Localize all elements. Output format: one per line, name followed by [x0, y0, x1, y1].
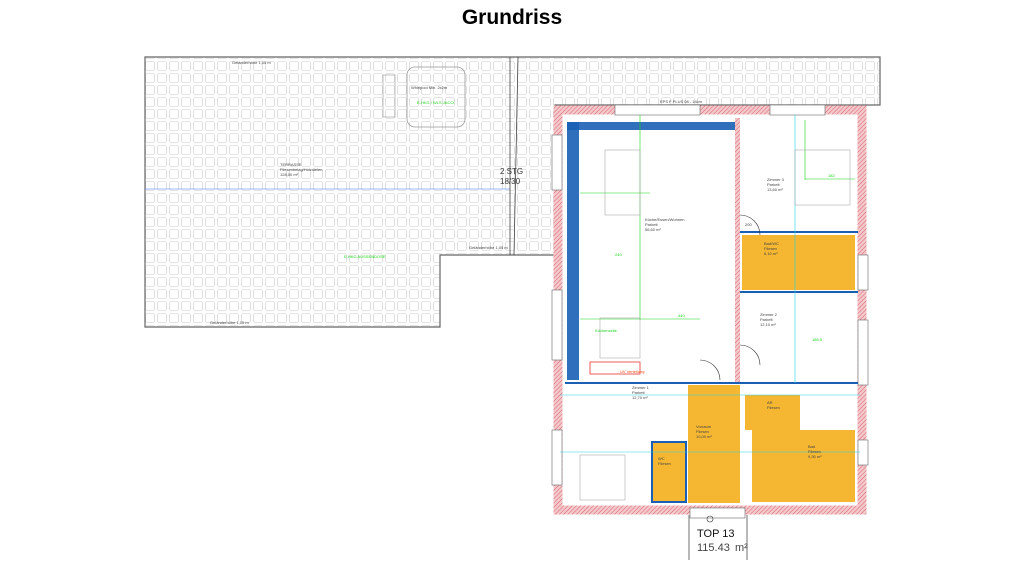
unit-area-unit: m² — [735, 542, 748, 554]
outlet-label: E-HKG AUSSENDOSE — [344, 254, 386, 259]
room-area: 6,10 m² — [764, 251, 778, 256]
room-floor: Fliesen — [764, 246, 777, 251]
room-area: 12,70 m² — [632, 395, 648, 400]
room-floor: Parkett — [645, 222, 659, 227]
room-area: 10,00 m² — [696, 434, 712, 439]
room-area: 13,60 m² — [767, 187, 783, 192]
bath-floor — [752, 430, 855, 502]
room-name: AR — [767, 400, 773, 405]
room-floor: Parkett — [767, 182, 781, 187]
window-spec: EPS F PLUS 08 - 14cm — [660, 99, 703, 104]
whirlpool-note: E-HKG / WLS JACCI — [417, 100, 454, 105]
window — [551, 429, 563, 486]
storage-floor — [745, 395, 800, 430]
bath-wc-floor — [742, 235, 855, 290]
terrace-floor: Fliesenbelag/Holzdielen — [280, 167, 322, 172]
room-floor: Fliesen — [696, 429, 709, 434]
unit-name: TOP 13 — [697, 528, 735, 540]
room-ar: AR Fliesen — [767, 400, 780, 410]
room-name: Küche/Essen/Wohnen — [645, 217, 685, 222]
stairs-label: 2 STG — [500, 167, 523, 176]
room-zimmer-2: Zimmer 2 Parkett 12,10 m² — [760, 312, 778, 327]
window — [769, 104, 826, 116]
railing-label-side: Geländerhöhe 1,05 m — [469, 245, 508, 250]
room-bad-wc: Bad/WC Fliesen 6,10 m² — [764, 241, 779, 256]
unit-label: TOP 13 115.43 m² — [688, 515, 748, 560]
page-title: Grundriss — [461, 6, 563, 29]
room-name: Zimmer 1 — [632, 385, 650, 390]
dim-186-5: 186,5 — [812, 337, 823, 342]
whirlpool-label: Whirlpool Min. 2x2m — [411, 85, 448, 90]
kitchen-note: Küchenzeile — [595, 328, 618, 333]
unit-area: 115.43 — [697, 542, 730, 554]
entrance-marker-icon — [706, 515, 714, 523]
dim-440: 440 — [678, 313, 685, 318]
room-kitchen: Küche/Essen/Wohnen Parkett 56,60 m² — [645, 217, 685, 232]
dim-182: 182 — [828, 173, 835, 178]
stairs-ratio: 18/30 — [500, 177, 521, 186]
room-name: Bad/WC — [764, 241, 779, 246]
window — [551, 289, 563, 361]
window — [857, 439, 869, 466]
room-floor: Fliesen — [767, 405, 780, 410]
terrace-area: 128,00 m² — [280, 172, 299, 177]
hall-floor — [688, 385, 740, 503]
room-area: 12,10 m² — [760, 322, 776, 327]
terrace-label: TERRASSE — [280, 162, 302, 167]
room-floor: Fliesen — [808, 449, 821, 454]
window — [857, 319, 869, 386]
railing-label-bottom: Geländerhöhe 1,05 m — [210, 320, 249, 325]
room-zimmer-1: Zimmer 1 Parkett 12,70 m² — [632, 385, 650, 400]
room-name: Zimmer 2 — [760, 312, 778, 317]
room-area: 56,60 m² — [645, 227, 661, 232]
room-floor: Parkett — [632, 390, 646, 395]
distribution-note: UV Verteilung — [620, 369, 644, 374]
window — [857, 254, 869, 291]
window — [551, 134, 563, 191]
window — [614, 104, 701, 116]
room-name: Bad — [808, 444, 815, 449]
room-vorraum: Vorraum Fliesen 10,00 m² — [696, 424, 712, 439]
room-wc: WC Fliesen — [658, 456, 671, 466]
room-name: Zimmer 3 — [767, 177, 785, 182]
railing-label-top: Geländerhöhe 1,05 m — [232, 60, 271, 65]
room-area: 9,30 m² — [808, 454, 822, 459]
wc-floor — [651, 441, 687, 503]
whirlpool — [406, 66, 466, 128]
dim-240: 240 — [615, 252, 622, 257]
room-floor: Fliesen — [658, 461, 671, 466]
room-floor: Parkett — [760, 317, 774, 322]
entrance-door — [689, 507, 746, 519]
room-name: WC — [658, 456, 665, 461]
room-name: Vorraum — [696, 424, 712, 429]
building: Küche/Essen/Wohnen Parkett 56,60 m² Zimm… — [551, 99, 869, 523]
door-size: 200 — [745, 222, 752, 227]
room-zimmer-3: Zimmer 3 Parkett 13,60 m² — [767, 177, 785, 192]
room-bad: Bad Fliesen 9,30 m² — [808, 444, 822, 459]
